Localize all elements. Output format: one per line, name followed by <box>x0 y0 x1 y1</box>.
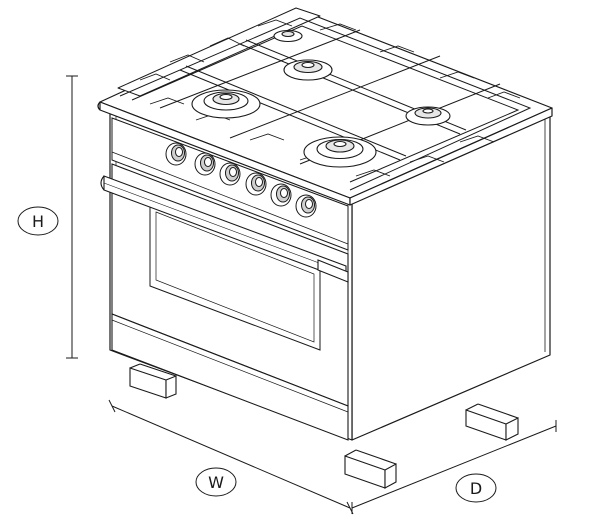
width-label: W <box>195 467 237 497</box>
svg-text:H: H <box>32 212 44 231</box>
burner-back-right <box>405 106 451 126</box>
burner-back-center <box>283 59 333 81</box>
control-panel <box>111 117 349 251</box>
height-label: H <box>17 206 59 236</box>
dimension-lines <box>66 75 557 515</box>
svg-text:W: W <box>208 473 224 492</box>
depth-dimension-line <box>351 420 557 514</box>
knob-3 <box>219 162 241 186</box>
knob-1 <box>165 142 187 166</box>
knob-4 <box>245 172 267 196</box>
cooktop <box>97 7 553 206</box>
foot-back-right <box>465 403 519 441</box>
bottom-drawer <box>111 313 349 441</box>
feet <box>129 363 519 489</box>
knob-2 <box>194 152 216 176</box>
foot-front-left <box>129 363 177 399</box>
burners <box>191 29 451 168</box>
burner-rear <box>273 29 303 43</box>
knob-6 <box>295 194 317 218</box>
foot-front-right <box>344 449 397 489</box>
burner-front-left <box>191 89 261 119</box>
oven-door-handle <box>100 175 349 283</box>
cooktop-side-lip <box>349 107 553 206</box>
burner-front-right <box>303 136 377 168</box>
oven-door <box>100 163 349 407</box>
depth-label: D <box>455 473 497 503</box>
knob-5 <box>270 183 292 207</box>
svg-text:D: D <box>470 479 482 498</box>
height-dimension-line <box>66 75 78 359</box>
